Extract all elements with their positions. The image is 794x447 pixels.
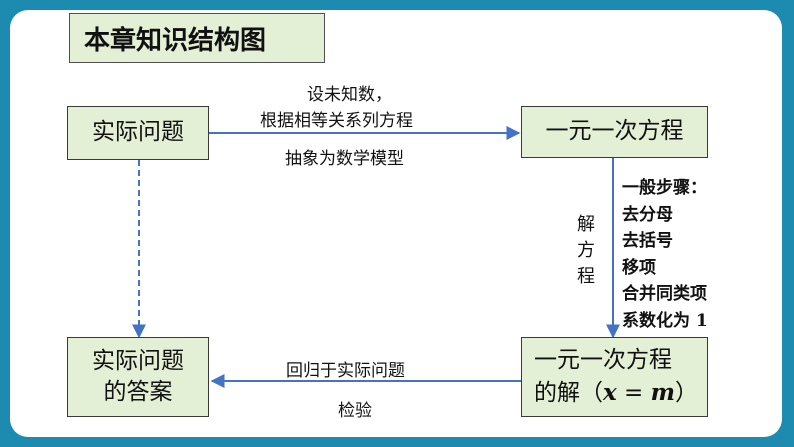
general-steps: 一般步骤： 去分母 去括号 移项 合并同类项 系数化为 1 [622,175,708,334]
solution-prefix: 的解（ [534,379,603,406]
bottom-edge-label-line1: 回归于实际问题 [286,361,405,381]
solution-suffix: ） [674,379,698,406]
node-equation-solution-line2: 的解（x = m） [534,377,698,409]
solve-equation-label: 解 方 程 [576,212,596,290]
solve-char-3: 程 [577,266,595,287]
node-actual-problem: 实际问题 [67,106,209,160]
node-problem-answer: 实际问题 的答案 [67,337,209,417]
node-linear-equation-text: 一元一次方程 [545,118,684,145]
node-actual-problem-text: 实际问题 [92,119,184,146]
node-equation-solution: 一元一次方程 的解（x = m） [521,337,708,417]
chapter-title: 本章知识结构图 [69,13,325,63]
solution-equals: = [616,379,651,406]
top-edge-label-line1: 设未知数， [307,85,392,105]
top-edge-label-line2: 根据相等关系列方程 [260,111,413,131]
solution-variable-m: m [650,378,675,406]
node-problem-answer-line1: 实际问题 [92,347,184,374]
steps-heading: 一般步骤： [622,178,707,198]
node-problem-answer-line2: 的答案 [103,379,173,405]
top-edge-label-line3: 抽象为数学模型 [285,149,404,169]
step-item: 去括号 [622,231,673,251]
step-item: 系数化为 1 [622,310,708,331]
step-item: 移项 [622,257,656,278]
node-equation-solution-line1: 一元一次方程 [534,347,672,374]
step-item: 合并同类项 [622,284,707,304]
solve-char-2: 方 [577,240,595,261]
chapter-title-text: 本章知识结构图 [84,25,267,56]
solution-variable-x: x [603,378,617,406]
solve-char-1: 解 [577,214,595,235]
bottom-edge-label-line2: 检验 [338,401,372,421]
node-linear-equation: 一元一次方程 [521,106,708,158]
step-item: 去分母 [622,204,673,225]
